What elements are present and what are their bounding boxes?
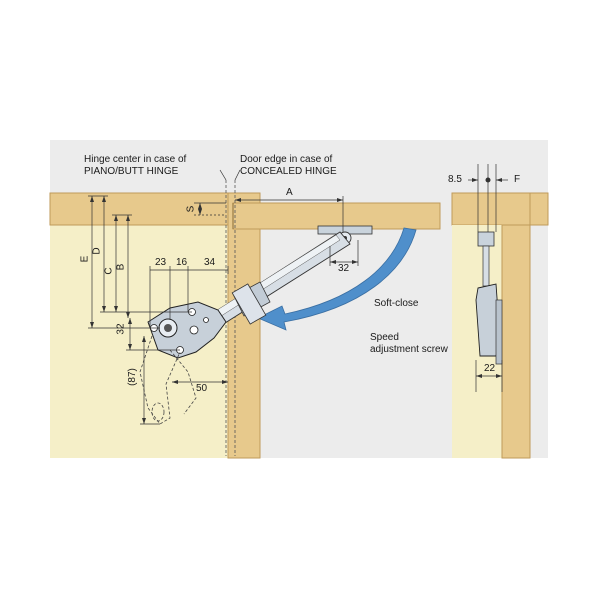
hinge-center-label-line2: PIANO/BUTT HINGE xyxy=(84,166,179,177)
dim-f: F xyxy=(514,174,521,185)
dim-34: 34 xyxy=(204,257,216,268)
door-edge-label-line2: CONCEALED HINGE xyxy=(240,166,337,177)
side-view-bracket xyxy=(477,231,495,247)
soft-close-label: Soft-close xyxy=(374,298,419,309)
dimension-lines xyxy=(88,195,359,425)
dim-87: (87) xyxy=(126,368,138,386)
dim-e: E xyxy=(79,255,91,263)
dim-b: B xyxy=(115,263,127,271)
dim-32-left: 32 xyxy=(115,323,127,335)
cabinet-side-panel xyxy=(227,192,261,459)
soft-close-arrow xyxy=(257,227,417,331)
dim-s: S xyxy=(185,205,197,213)
dim-c: C xyxy=(103,267,115,275)
dim-d: D xyxy=(91,247,103,255)
dim-16: 16 xyxy=(176,257,188,268)
dim-23: 23 xyxy=(155,257,167,268)
lid-panel xyxy=(232,202,441,230)
dim-22: 22 xyxy=(484,363,496,374)
dimension-arrowheads xyxy=(90,196,358,424)
dim-a: A xyxy=(286,187,293,198)
dim-32-top: 32 xyxy=(338,263,350,274)
door-edge-label-line1: Door edge in case of xyxy=(240,154,333,165)
speed-label-line2: adjustment screw xyxy=(370,344,448,355)
speed-label-line1: Speed xyxy=(370,332,399,343)
mechanism-housing xyxy=(147,301,227,359)
side-view-top-panel xyxy=(451,192,549,226)
dim-50: 50 xyxy=(196,383,208,394)
folded-arm-ghost xyxy=(139,335,181,425)
hinge-center-label-line1: Hinge center in case of xyxy=(84,154,187,165)
dim-8-5: 8.5 xyxy=(448,174,462,185)
side-view-side-panel xyxy=(501,224,531,459)
